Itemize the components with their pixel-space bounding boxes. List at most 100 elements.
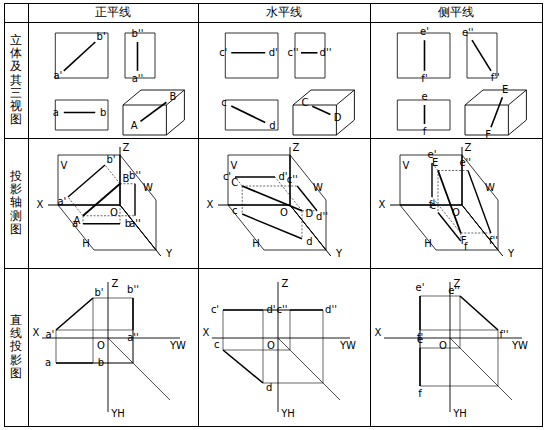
v-plane (58, 155, 120, 205)
z-axis (450, 282, 451, 412)
table-line (28, 4, 29, 427)
point-label: b (98, 358, 104, 368)
line-projection (64, 112, 95, 114)
point-label: d' (278, 172, 287, 182)
projector-line (438, 171, 439, 213)
point-label: c (232, 206, 238, 216)
line-projection (431, 163, 432, 197)
line-projection (137, 42, 139, 71)
point-label: d (306, 237, 312, 247)
projector-line (120, 184, 121, 224)
x-axis (42, 338, 180, 339)
solid-edge (123, 135, 166, 136)
point-label: a' (45, 330, 54, 340)
axis-label: YW (170, 341, 186, 351)
solid-edge (141, 90, 184, 91)
point-label: b' (97, 32, 106, 42)
point-label: c (214, 340, 220, 350)
line-projection (223, 350, 263, 383)
point-label: b'' (132, 29, 144, 39)
w-plane (462, 155, 498, 250)
point-label: b'' (129, 171, 141, 181)
table-line (198, 4, 199, 427)
h-plane (58, 205, 156, 250)
line-projection (223, 309, 263, 311)
point-label: d'' (320, 48, 332, 58)
point-label: d (266, 383, 272, 393)
point-label: a (72, 219, 78, 229)
point-label: b' (106, 155, 115, 165)
point-label: f (423, 127, 427, 137)
point-label: B (169, 92, 176, 102)
axis-label: W (485, 183, 495, 193)
point-label: e (421, 92, 427, 102)
point-label: e'' (448, 286, 460, 296)
line-projection (468, 171, 491, 234)
point-label: f' (429, 200, 435, 210)
line-projection (134, 184, 135, 216)
axis-label: O (97, 341, 105, 351)
solid-edge (508, 90, 526, 105)
solid-edge (166, 90, 184, 105)
projector-line (83, 216, 84, 224)
top-view-outline (397, 100, 450, 130)
cell-drawings (212, 33, 354, 412)
cell-drawings (384, 33, 526, 412)
axis-label: H (82, 239, 90, 249)
projector-line (263, 310, 323, 383)
column-header: 正平线 (95, 6, 131, 18)
projector-line (263, 310, 264, 383)
line-projection (419, 348, 421, 386)
point-label: C (302, 98, 309, 108)
point-label: e'' (462, 28, 474, 38)
miter-line (450, 338, 512, 400)
axis-label: V (231, 161, 238, 171)
point-label: d' (266, 305, 275, 315)
point-label: a (45, 358, 51, 368)
point-label: b' (94, 288, 103, 298)
solid-line (141, 102, 167, 121)
line-projection (56, 298, 93, 330)
solid-line (312, 106, 330, 114)
projector-line (438, 170, 468, 171)
side-view-outline (125, 33, 155, 78)
point-label: b'' (127, 285, 139, 295)
solid-edge (293, 105, 336, 106)
point-label: a'' (127, 333, 139, 343)
projector-line (302, 211, 303, 239)
axis-label: YH (111, 409, 125, 419)
line-projection (472, 40, 491, 71)
z-axis (462, 147, 463, 205)
miter-line (108, 338, 170, 400)
row-header: 投影轴测图 (10, 170, 22, 236)
axis-label: YH (453, 409, 467, 419)
column-header: 水平线 (266, 6, 302, 18)
table-line (370, 4, 371, 427)
point-label: c' (219, 48, 227, 58)
point-label: f (418, 389, 422, 399)
axis-label: X (207, 200, 214, 210)
v-plane (400, 155, 462, 205)
solid-edge (465, 105, 508, 106)
line-projection (231, 52, 265, 54)
line-projection (64, 42, 95, 71)
solid-edge (123, 105, 124, 135)
line-projection (132, 298, 134, 330)
solid-edge (293, 135, 336, 136)
z-axis (108, 282, 109, 412)
line-projection (68, 165, 105, 197)
point-label: f'' (489, 236, 498, 246)
projector-line (93, 298, 94, 363)
top-view-outline (225, 100, 278, 130)
line-projection (242, 214, 302, 239)
x-axis (212, 338, 350, 339)
line-projection (290, 309, 323, 311)
projector-line (93, 298, 133, 363)
solid-edge (465, 105, 466, 135)
point-label: F (485, 130, 491, 140)
point-label: c' (211, 305, 219, 315)
axis-label: V (403, 161, 410, 171)
solid-edge (166, 105, 167, 135)
projector-line (420, 330, 498, 386)
